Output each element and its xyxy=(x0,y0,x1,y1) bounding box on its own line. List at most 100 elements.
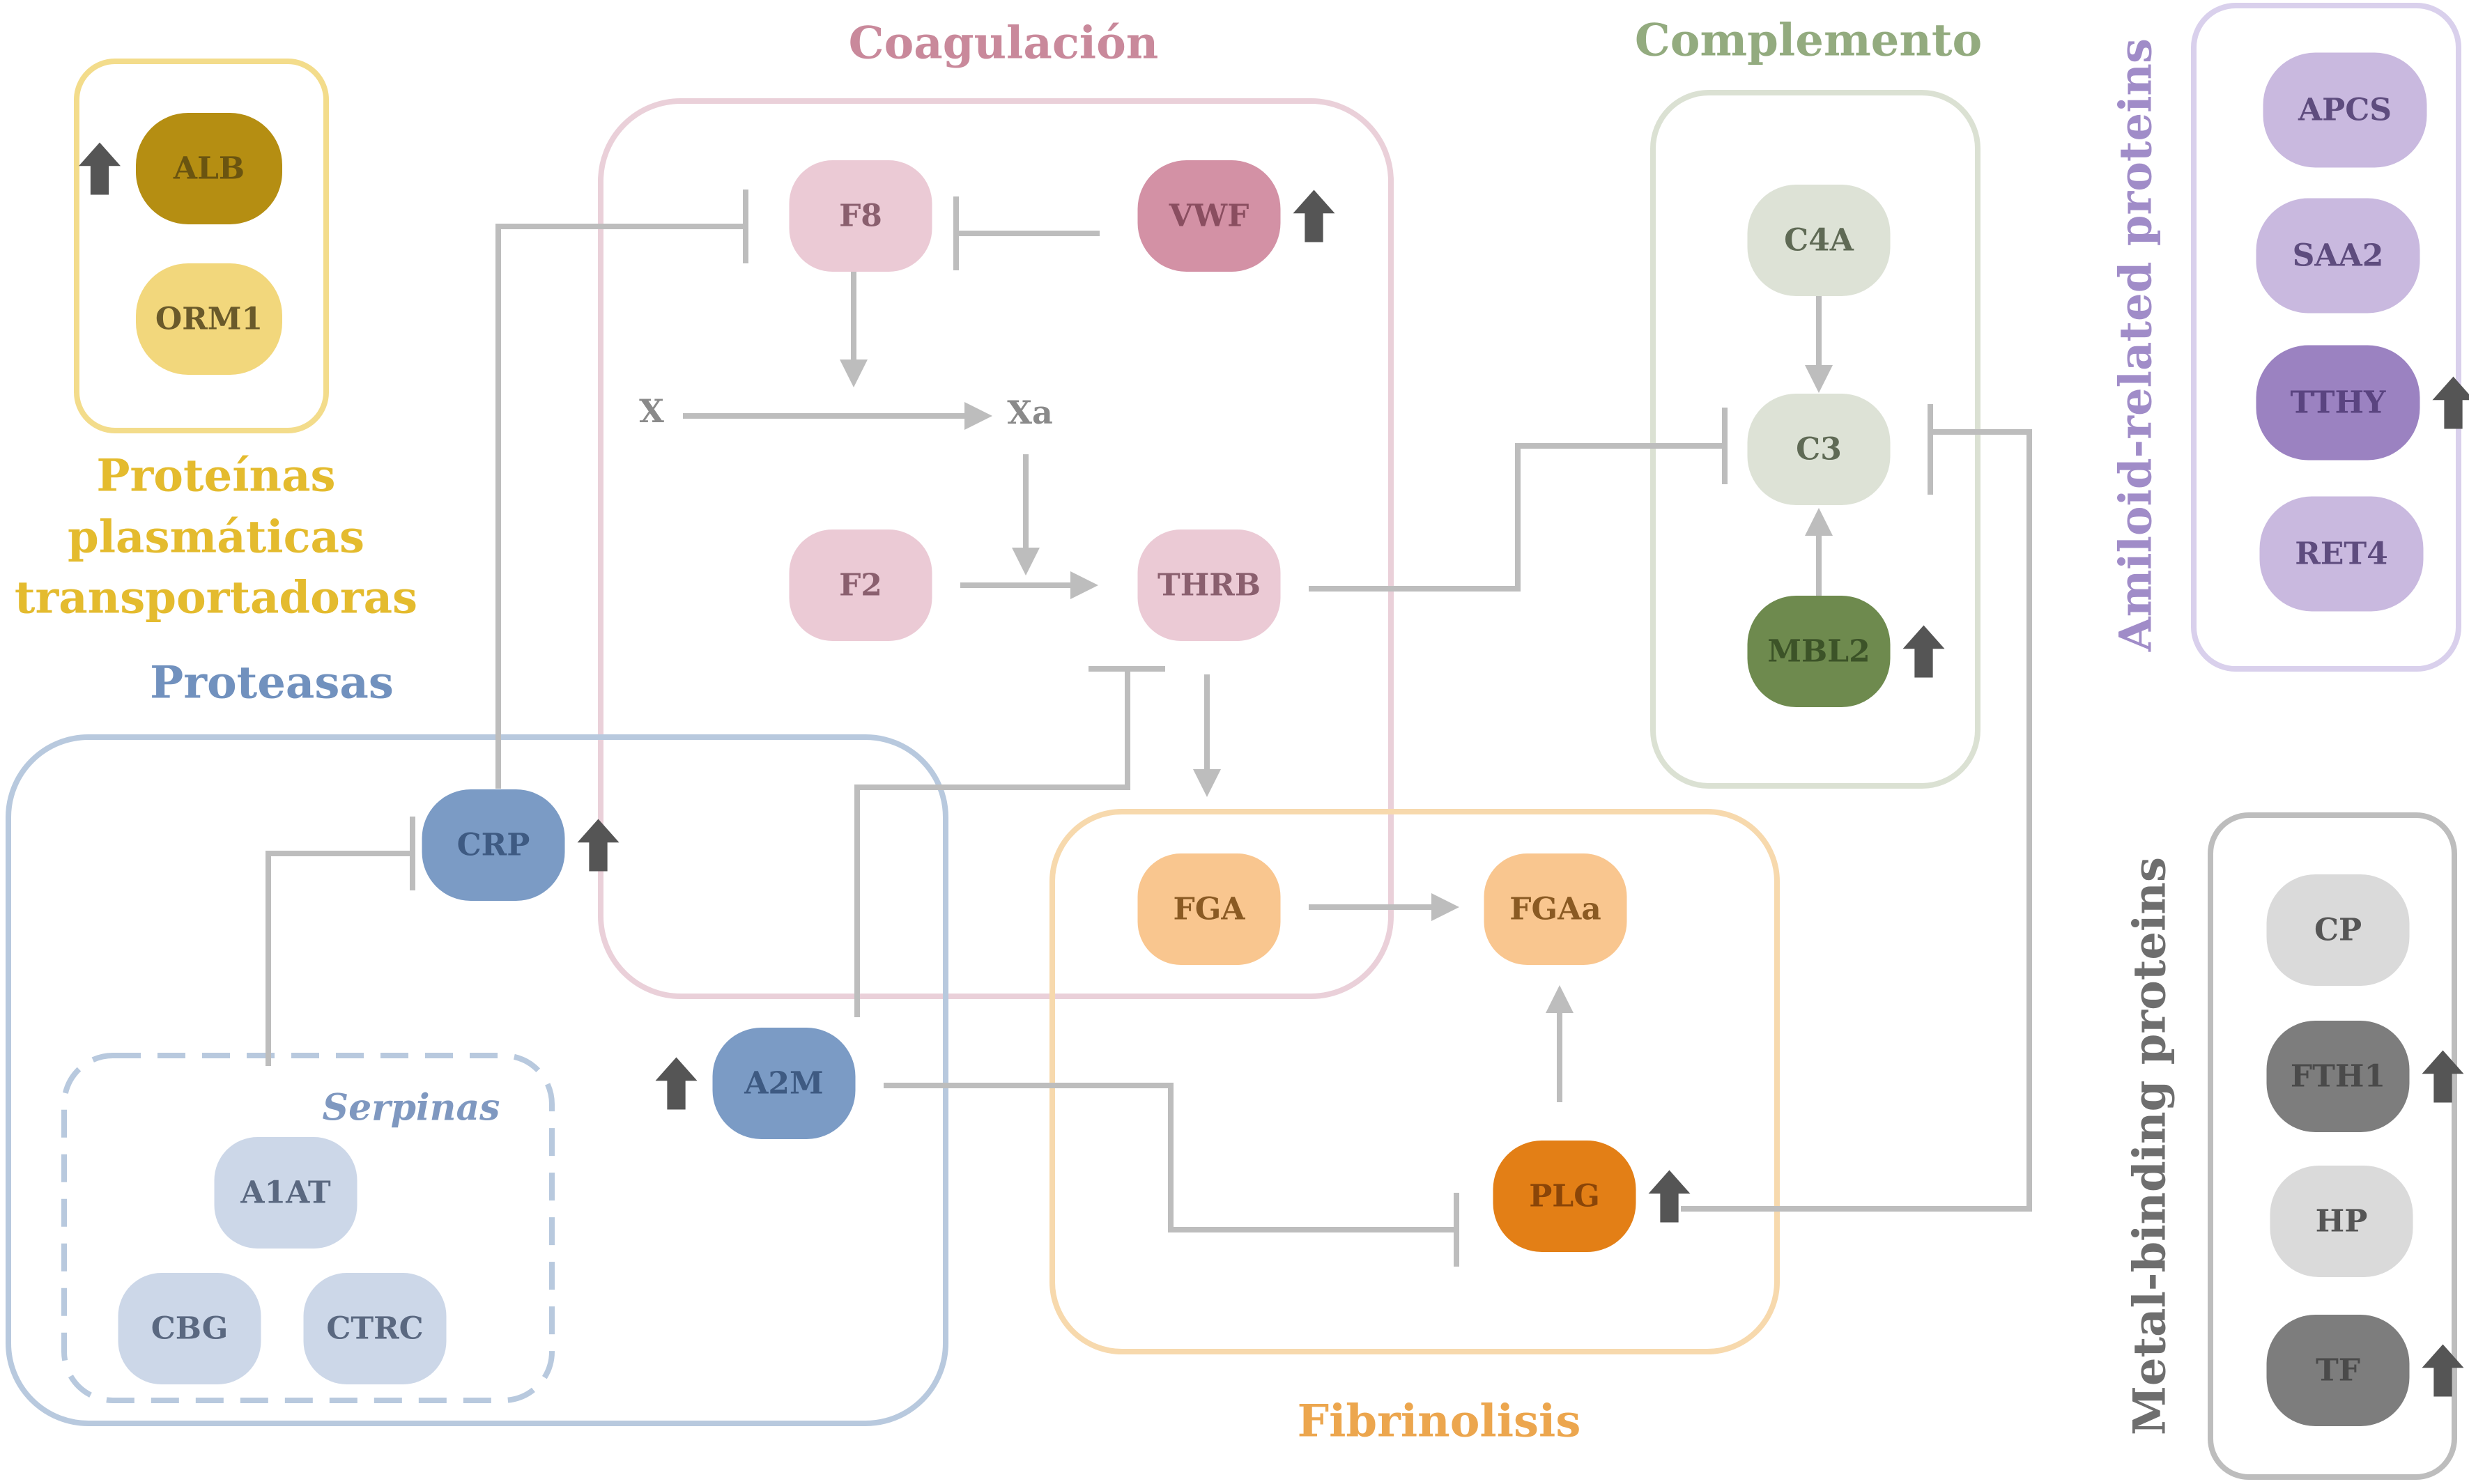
node-tthy[interactable]: TTHY xyxy=(2256,345,2469,461)
complement-title: Complemento xyxy=(1635,15,1982,67)
node-alb[interactable]: ALB xyxy=(79,113,282,224)
up-arrow-icon xyxy=(577,819,620,872)
saa2-shape xyxy=(2256,198,2420,314)
node-mbl2[interactable]: MBL2 xyxy=(1747,596,1945,707)
ret4-shape xyxy=(2259,496,2424,612)
serpins-box xyxy=(61,1053,555,1403)
crp-label: CRP xyxy=(457,828,530,863)
ctrc-shape xyxy=(303,1273,447,1384)
node-f8[interactable]: F8 xyxy=(789,160,932,272)
nodes: ALB ORM1 F8 VWF F2 THRB C4A C3 MBL2 APCS… xyxy=(79,52,2469,1426)
fga-shape xyxy=(1137,853,1281,965)
a1at-shape xyxy=(214,1137,357,1249)
node-orm1[interactable]: ORM1 xyxy=(136,263,282,375)
transport-title-line3: transportadoras xyxy=(15,572,417,624)
node-cp[interactable]: CP xyxy=(2266,874,2410,986)
mbl2-shape xyxy=(1747,596,1891,707)
fibrinolysis-box xyxy=(1049,809,1780,1354)
f2-label: F2 xyxy=(839,568,882,603)
node-cbg[interactable]: CBG xyxy=(118,1273,261,1384)
node-tf[interactable]: TF xyxy=(2266,1315,2464,1426)
vwf-label: VWF xyxy=(1169,199,1249,234)
edge-plg-inhibits-c3 xyxy=(1681,429,2032,1212)
coagulation-box xyxy=(598,98,1394,999)
fga-label: FGA xyxy=(1174,892,1246,927)
metal-box xyxy=(2208,812,2457,1480)
edge-a2m-inhibits-thrb xyxy=(854,669,1130,1017)
node-ret4[interactable]: RET4 xyxy=(2259,496,2424,612)
hp-shape xyxy=(2270,1166,2413,1277)
f2-shape xyxy=(789,530,932,641)
complement-box xyxy=(1650,90,1980,789)
edge-crp-inhibits-f8 xyxy=(495,224,746,789)
up-arrow-icon xyxy=(1648,1170,1691,1223)
up-arrow-icon xyxy=(1902,625,1945,678)
cbg-shape xyxy=(118,1273,261,1384)
up-arrow-icon xyxy=(655,1057,698,1110)
tthy-label: TTHY xyxy=(2291,385,2386,421)
factor-xa-label: Xa xyxy=(1007,394,1053,431)
apcs-label: APCS xyxy=(2298,93,2392,128)
f8-shape xyxy=(789,160,932,272)
node-a1at[interactable]: A1AT xyxy=(214,1137,357,1249)
up-arrow-icon xyxy=(2432,376,2469,429)
tthy-shape xyxy=(2256,345,2420,461)
cp-label: CP xyxy=(2314,913,2362,948)
transport-box xyxy=(74,59,329,433)
a2m-shape xyxy=(712,1028,856,1139)
metal-title: Metal-binding proteins xyxy=(2124,857,2176,1435)
vwf-shape xyxy=(1137,160,1281,272)
proteases-box xyxy=(6,734,948,1426)
ret4-label: RET4 xyxy=(2295,536,2387,572)
node-saa2[interactable]: SAA2 xyxy=(2256,198,2420,314)
fgaa-label: FGAa xyxy=(1509,892,1601,927)
up-arrow-icon xyxy=(1293,190,1335,242)
c4a-label: C4A xyxy=(1784,223,1854,258)
edge-a2m-inhibits-plg xyxy=(884,1083,1456,1232)
node-ctrc[interactable]: CTRC xyxy=(303,1273,447,1384)
node-c4a[interactable]: C4A xyxy=(1747,185,1891,296)
node-c3[interactable]: C3 xyxy=(1747,394,1891,505)
c3-label: C3 xyxy=(1796,432,1842,467)
node-crp[interactable]: CRP xyxy=(422,789,620,901)
amyloid-title: Amiloid-related proteins xyxy=(2110,38,2162,652)
edge-thrb-inhibits-c3 xyxy=(1309,443,1725,592)
f8-label: F8 xyxy=(839,199,882,234)
node-hp[interactable]: HP xyxy=(2270,1166,2413,1277)
tf-label: TF xyxy=(2316,1353,2360,1389)
cp-shape xyxy=(2266,874,2410,986)
crp-shape xyxy=(422,789,565,901)
plg-shape xyxy=(1493,1141,1636,1252)
node-vwf[interactable]: VWF xyxy=(1137,160,1335,272)
serpins-title: Serpinas xyxy=(323,1087,500,1129)
proteases-title: Proteasas xyxy=(150,657,394,709)
node-plg[interactable]: PLG xyxy=(1493,1141,1691,1252)
edge-a1at-inhibits-crp xyxy=(266,851,413,1066)
fth1-shape xyxy=(2266,1021,2410,1132)
ctrc-label: CTRC xyxy=(326,1311,423,1347)
c3-shape xyxy=(1747,394,1891,505)
up-arrow-icon xyxy=(2422,1050,2464,1103)
c4a-shape xyxy=(1747,185,1891,296)
node-fgaa[interactable]: FGAa xyxy=(1484,853,1627,965)
mbl2-label: MBL2 xyxy=(1767,634,1870,670)
fth1-label: FTH1 xyxy=(2291,1059,2385,1095)
amyloid-box xyxy=(2191,3,2461,672)
node-a2m[interactable]: A2M xyxy=(655,1028,856,1139)
transport-title-line1: Proteínas xyxy=(96,450,335,502)
node-thrb[interactable]: THRB xyxy=(1137,530,1281,641)
thrb-label: THRB xyxy=(1157,568,1261,603)
alb-label: ALB xyxy=(173,151,245,187)
fibrinolysis-title: Fibrinolisis xyxy=(1298,1396,1581,1448)
orm1-label: ORM1 xyxy=(155,302,263,337)
a1at-label: A1AT xyxy=(240,1175,330,1211)
node-fga[interactable]: FGA xyxy=(1137,853,1281,965)
up-arrow-icon xyxy=(2422,1344,2464,1397)
node-apcs[interactable]: APCS xyxy=(2263,52,2427,168)
plg-label: PLG xyxy=(1529,1179,1600,1214)
up-arrow-icon xyxy=(79,142,121,195)
transport-title-line2: plasmáticas xyxy=(68,511,364,564)
node-f2[interactable]: F2 xyxy=(789,530,932,641)
node-fth1[interactable]: FTH1 xyxy=(2266,1021,2464,1132)
